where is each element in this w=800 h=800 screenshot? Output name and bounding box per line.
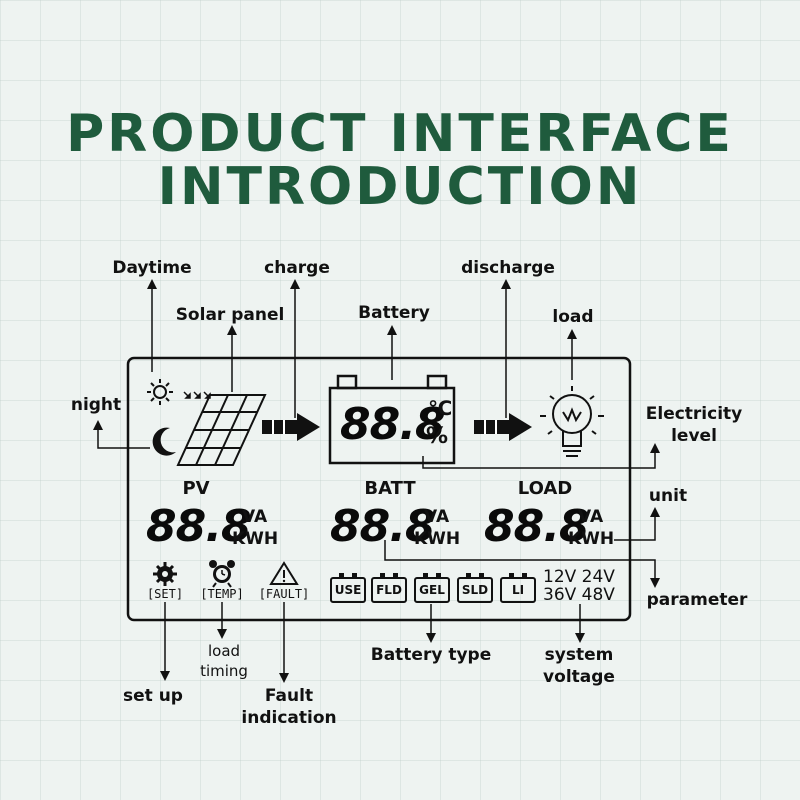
- label-system-voltage-1: system: [544, 645, 614, 665]
- load-unit-va: VA: [578, 507, 604, 527]
- sun-icon: [147, 379, 173, 405]
- fault-indicator: [FAULT]: [258, 587, 310, 601]
- battery-type-gel: GEL: [414, 573, 450, 603]
- pv-unit-kwh: KWH: [232, 529, 279, 549]
- leader-parameter: [384, 540, 660, 588]
- label-load-timing-1: load: [207, 642, 241, 660]
- pv-label: PV: [182, 478, 210, 499]
- battery-icon: [328, 374, 456, 465]
- label-unit: unit: [648, 486, 688, 506]
- load-label: LOAD: [517, 478, 573, 499]
- moon-icon: [152, 427, 176, 456]
- batt-label: BATT: [364, 478, 416, 499]
- discharge-arrow-icon: [474, 413, 532, 441]
- label-load: load: [552, 307, 594, 327]
- label-fault-indication-2: indication: [241, 708, 337, 728]
- label-solar-panel: Solar panel: [175, 305, 285, 325]
- leader-night: [93, 420, 150, 449]
- alarm-clock-icon: [209, 560, 235, 588]
- label-electricity-level-2: level: [671, 426, 717, 446]
- celsius-symbol: ℃: [428, 396, 453, 420]
- percent-symbol: %: [426, 424, 449, 449]
- battery-type-sld: SLD: [457, 573, 493, 603]
- title-line-2: INTRODUCTION: [157, 157, 643, 217]
- gear-icon: [153, 562, 177, 586]
- pv-unit-va: VA: [242, 507, 268, 527]
- label-load-timing-2: timing: [200, 662, 248, 680]
- leader-unit: [614, 507, 660, 541]
- label-discharge: discharge: [461, 258, 555, 278]
- title-line-1: PRODUCT INTERFACE: [66, 104, 734, 164]
- set-indicator: [SET]: [146, 587, 184, 601]
- voltage-row-2: 36V 48V: [543, 585, 615, 605]
- label-night: night: [70, 395, 122, 415]
- label-system-voltage-2: voltage: [543, 667, 615, 687]
- warning-icon: [269, 561, 299, 585]
- battery-type-use: USE: [330, 573, 366, 603]
- voltage-row-1: 12V 24V: [543, 567, 615, 587]
- pv-readout: 88.8: [146, 501, 252, 552]
- temp-indicator: [TEMP]: [200, 587, 244, 601]
- battery-readout: 88.8: [340, 399, 446, 450]
- batt-unit-va: VA: [424, 507, 450, 527]
- battery-type-fld: FLD: [371, 573, 407, 603]
- label-battery-type: Battery type: [370, 645, 492, 665]
- label-fault-indication-1: Fault: [264, 686, 314, 706]
- label-battery: Battery: [358, 303, 430, 323]
- solar-panel-icon: [176, 394, 267, 466]
- bulb-icon: [540, 386, 604, 457]
- label-electricity-level-1: Electricity: [645, 404, 743, 424]
- battery-type-li: LI: [500, 573, 536, 603]
- label-daytime: Daytime: [112, 258, 192, 278]
- solar-rays-icon: [183, 391, 211, 399]
- leader-electricity-level: [422, 443, 660, 469]
- label-charge: charge: [264, 258, 330, 278]
- charge-arrow-icon: [262, 413, 320, 441]
- load-unit-kwh: KWH: [568, 529, 615, 549]
- load-readout: 88.8: [484, 501, 590, 552]
- label-parameter: parameter: [646, 590, 748, 610]
- lcd-frame: [126, 356, 632, 622]
- batt-unit-kwh: KWH: [414, 529, 461, 549]
- label-set-up: set up: [123, 686, 183, 706]
- batt-readout: 88.8: [330, 501, 436, 552]
